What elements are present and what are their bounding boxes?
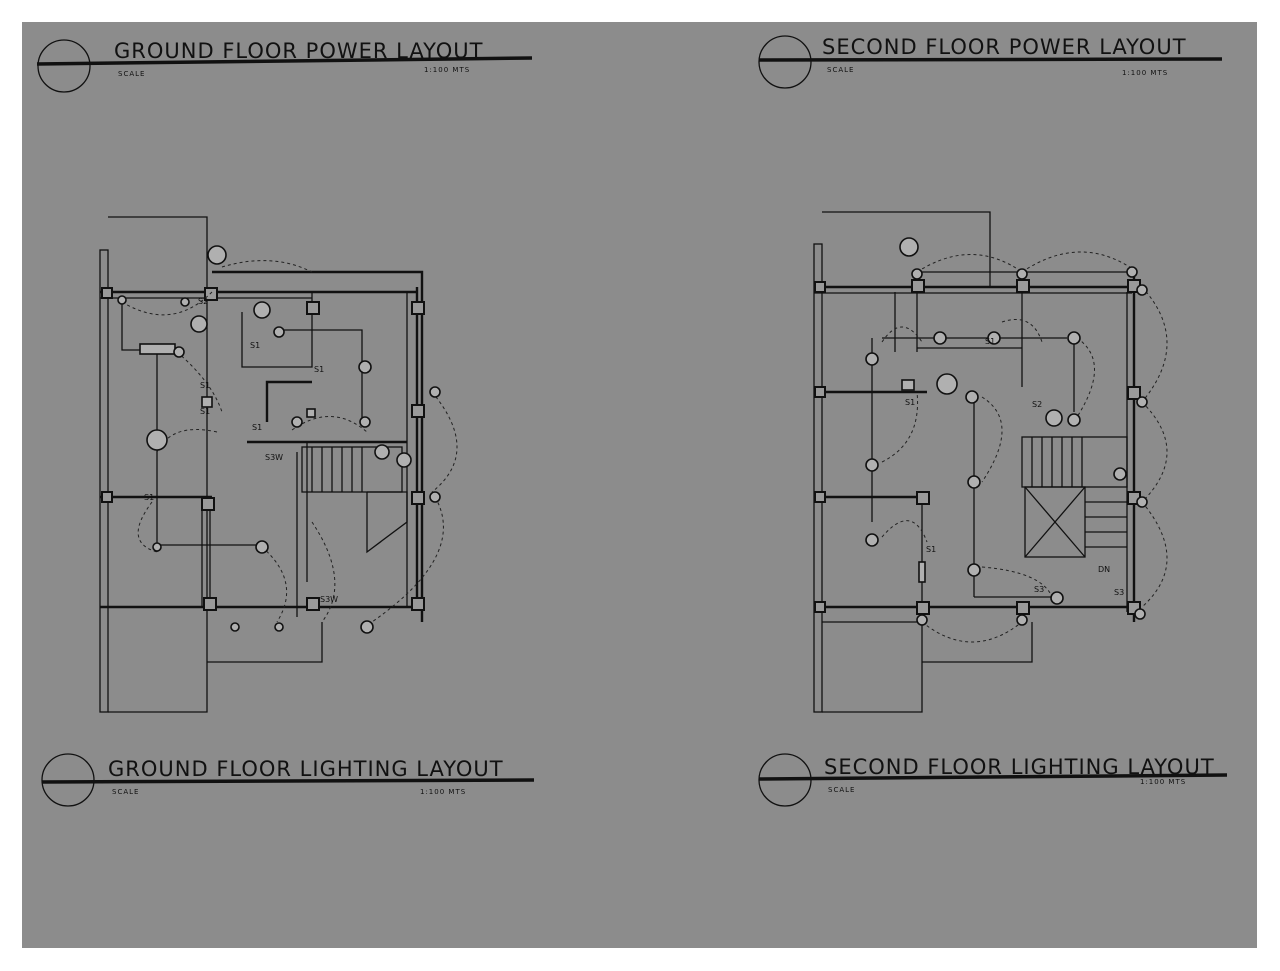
switch-label: S1 xyxy=(314,365,324,374)
title-gf-lighting: GROUND FLOOR LIGHTING LAYOUT xyxy=(108,757,504,781)
scale-value: 1:100 MTS xyxy=(1140,778,1186,786)
scale-label: SCALE xyxy=(118,70,145,78)
stair-dn-label: DN xyxy=(1098,565,1110,574)
scale-label: SCALE xyxy=(827,66,854,74)
title-gf-power: GROUND FLOOR POWER LAYOUT xyxy=(114,39,484,63)
switch-label: S3 xyxy=(1034,585,1044,594)
floor-plans-drawing: GROUND FLOOR POWER LAYOUT SCALE 1:100 MT… xyxy=(36,35,1228,807)
columns xyxy=(101,287,425,611)
drawing-sheet: GROUND FLOOR POWER LAYOUT SCALE 1:100 MT… xyxy=(22,22,1257,948)
switch-label: S3 xyxy=(1114,588,1124,597)
scale-value: 1:100 MTS xyxy=(420,788,466,796)
stair xyxy=(1021,436,1128,558)
switch-label: S3W xyxy=(265,453,283,462)
scale-label: SCALE xyxy=(828,786,855,794)
wiring xyxy=(865,237,1168,643)
switch-label: S2 xyxy=(1032,400,1042,409)
title-sf-power: SECOND FLOOR POWER LAYOUT xyxy=(822,35,1187,59)
scale-label: SCALE xyxy=(112,788,139,796)
title-block-gf-power: GROUND FLOOR POWER LAYOUT SCALE 1:100 MT… xyxy=(36,39,533,93)
switch-label: S2 xyxy=(198,297,208,306)
switch-labels: S1 S1 S2 S1 S3 S3 DN xyxy=(905,337,1124,597)
title-block-sf-lighting: SECOND FLOOR LIGHTING LAYOUT SCALE 1:100… xyxy=(758,753,1228,807)
switch-label: S3W xyxy=(320,595,338,604)
wiring xyxy=(117,245,458,634)
switch-label: S1 xyxy=(252,423,262,432)
title-sf-lighting: SECOND FLOOR LIGHTING LAYOUT xyxy=(824,755,1215,779)
switch-label: S1 xyxy=(905,398,915,407)
stair xyxy=(301,446,408,554)
second-floor-plan: S1 S1 S2 S1 S3 S3 DN xyxy=(813,211,1168,713)
switch-label: S1 xyxy=(985,337,995,346)
switch-label: S1 xyxy=(200,407,210,416)
columns xyxy=(814,279,1141,615)
scale-value: 1:100 MTS xyxy=(424,66,470,74)
ground-floor-plan: S2 S1 S1 S1 S1 S1 S3W S3W S1 xyxy=(99,216,458,713)
title-block-sf-power: SECOND FLOOR POWER LAYOUT SCALE 1:100 MT… xyxy=(758,35,1223,89)
switch-label: S1 xyxy=(200,381,210,390)
switch-label: S1 xyxy=(250,341,260,350)
switch-label: S1 xyxy=(926,545,936,554)
switch-labels: S2 S1 S1 S1 S1 S1 S3W S3W S1 xyxy=(144,297,338,604)
title-block-gf-lighting: GROUND FLOOR LIGHTING LAYOUT SCALE 1:100… xyxy=(41,753,535,807)
switch-label: S1 xyxy=(144,493,154,502)
scale-value: 1:100 MTS xyxy=(1122,69,1168,77)
